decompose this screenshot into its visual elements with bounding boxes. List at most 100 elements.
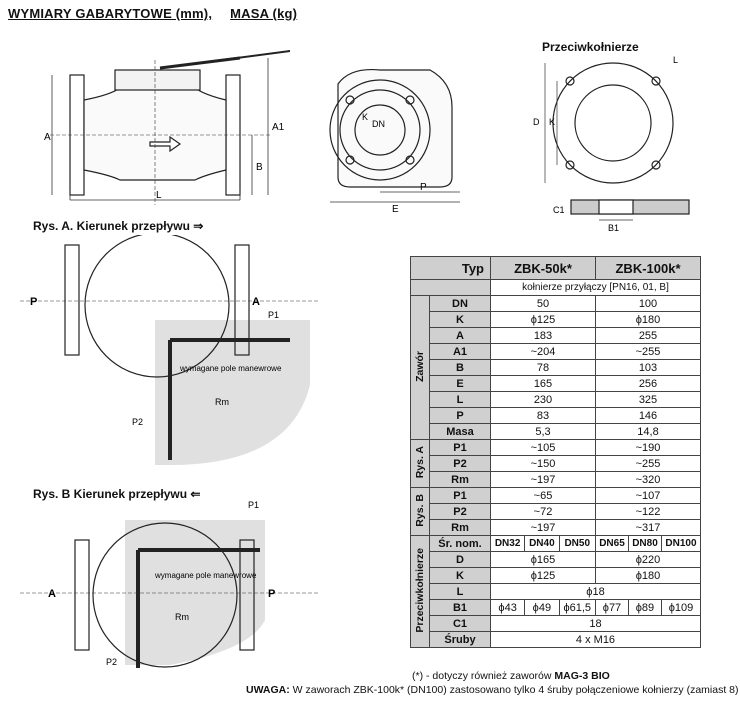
table-row: Rys. A P1~105~190 xyxy=(410,439,701,488)
rys-b-pole-label: wymagane pole manewrowe xyxy=(154,571,257,580)
footnote-uwaga: UWAGA: W zaworach ZBK-100k* (DN100) zast… xyxy=(246,684,739,696)
cell: 14,8 xyxy=(595,423,701,440)
table-row: A1~204~255 xyxy=(411,343,701,360)
cell: ~197 xyxy=(490,519,596,536)
cell: ϕ125 xyxy=(490,567,596,584)
row-label: P2 xyxy=(429,503,491,520)
spec-table: Typ ZBK-50k* ZBK-100k* kołnierze przyłąc… xyxy=(410,256,702,648)
row-label: Śr. nom. xyxy=(429,535,491,552)
table-row: P2~150~255 xyxy=(411,455,701,472)
row-label: P1 xyxy=(429,439,491,456)
cell: 78 xyxy=(490,359,596,376)
rys-a-P2-label: P2 xyxy=(132,417,143,427)
maneuver-area-b xyxy=(125,520,265,665)
cell: 165 xyxy=(490,375,596,392)
cell: ϕ165 xyxy=(490,551,596,568)
rys-b-P2-label: P2 xyxy=(106,657,117,667)
row-label: L xyxy=(429,583,491,600)
cell: ϕ49 xyxy=(524,599,560,616)
table-row: Zawór DN 50 100 xyxy=(410,295,701,440)
row-label: K xyxy=(429,311,491,328)
row-label: P xyxy=(429,407,491,424)
row-label: Masa xyxy=(429,423,491,440)
header-col1: ZBK-50k* xyxy=(490,256,596,280)
title-mass: MASA (kg) xyxy=(230,6,298,21)
flange-L-label: L xyxy=(673,55,678,65)
cell: DN100 xyxy=(660,535,702,552)
rys-a-Rm-label: Rm xyxy=(215,397,229,407)
header-typ: Typ xyxy=(410,256,491,280)
footnote-text: (*) - dotyczy również zaworów xyxy=(412,670,552,682)
header-col2: ZBK-100k* xyxy=(595,256,701,280)
cell: DN80 xyxy=(627,535,662,552)
dim-A-label: A xyxy=(44,132,51,143)
table-row: Rm~197~317 xyxy=(411,519,701,536)
table-header-row: Typ ZBK-50k* ZBK-100k* xyxy=(410,256,701,280)
row-label: DN xyxy=(429,295,491,312)
row-label: E xyxy=(429,375,491,392)
table-row: P2~72~122 xyxy=(411,503,701,520)
table-subheader: kołnierze przyłączy [PN16, 01, B] xyxy=(490,279,701,296)
cell: 100 xyxy=(595,295,701,312)
dim-P-label: P xyxy=(420,182,427,193)
dim-B-label: B xyxy=(256,162,263,173)
cell: DN40 xyxy=(524,535,560,552)
cell: 83 xyxy=(490,407,596,424)
uwaga-label: UWAGA: xyxy=(246,684,290,696)
cell: 325 xyxy=(595,391,701,408)
cell: ϕ77 xyxy=(595,599,629,616)
maneuver-area xyxy=(155,320,310,465)
group-zawor: Zawór xyxy=(414,350,426,382)
table-row: Rm~197~320 xyxy=(411,471,701,488)
flange-B1-label: B1 xyxy=(608,223,619,233)
flange-K-label: K xyxy=(549,117,555,127)
page-title: WYMIARY GABARYTOWE (mm), MASA (kg) xyxy=(8,6,315,21)
footnote-bold: MAG-3 BIO xyxy=(554,670,610,682)
cell: ϕ61,5 xyxy=(558,599,596,616)
group-rys-a: Rys. A xyxy=(414,445,426,479)
flange-D-label: D xyxy=(533,117,540,127)
cell: DN50 xyxy=(558,535,596,552)
cell: ϕ89 xyxy=(627,599,662,616)
cell: 5,3 xyxy=(490,423,596,440)
row-label: B xyxy=(429,359,491,376)
flange-C1-label: C1 xyxy=(553,205,565,215)
row-label: A xyxy=(429,327,491,344)
dim-DN-label: DN xyxy=(372,119,385,129)
row-label: P2 xyxy=(429,455,491,472)
cell: 4 x M16 xyxy=(490,631,701,648)
cell: ~255 xyxy=(595,455,701,472)
title-dims: WYMIARY GABARYTOWE (mm), xyxy=(8,6,213,21)
cell: ~150 xyxy=(490,455,596,472)
cell: ϕ180 xyxy=(595,567,701,584)
row-label: B1 xyxy=(429,599,491,616)
rys-b-title: Rys. B Kierunek przepływu ⇐ xyxy=(33,487,201,501)
cell: 183 xyxy=(490,327,596,344)
cell: ϕ125 xyxy=(490,311,596,328)
cell: 103 xyxy=(595,359,701,376)
dim-E-label: E xyxy=(392,204,399,215)
cell: ~122 xyxy=(595,503,701,520)
row-label: Rm xyxy=(429,471,491,488)
dim-A1-label: A1 xyxy=(272,122,285,133)
valve-front-view: DN K P E xyxy=(329,68,460,215)
footnote-star: (*) - dotyczy również zaworów MAG-3 BIO xyxy=(412,670,610,682)
rys-a-pole-label: wymagane pole manewrowe xyxy=(179,364,282,373)
outlet-A-label: A xyxy=(252,296,260,308)
inlet-P-label: P xyxy=(30,296,37,308)
rys-b-diagram: A P P1 P2 Rm wymagane pole manewrowe xyxy=(20,500,320,668)
inlet-A-label: A xyxy=(48,588,56,600)
valve-side-view: A L A1 B xyxy=(44,50,290,205)
row-label: C1 xyxy=(429,615,491,632)
cell: ~105 xyxy=(490,439,596,456)
row-label: L xyxy=(429,391,491,408)
rys-a-diagram: P A P1 P2 Rm wymagane pole manewrowe xyxy=(20,235,320,465)
